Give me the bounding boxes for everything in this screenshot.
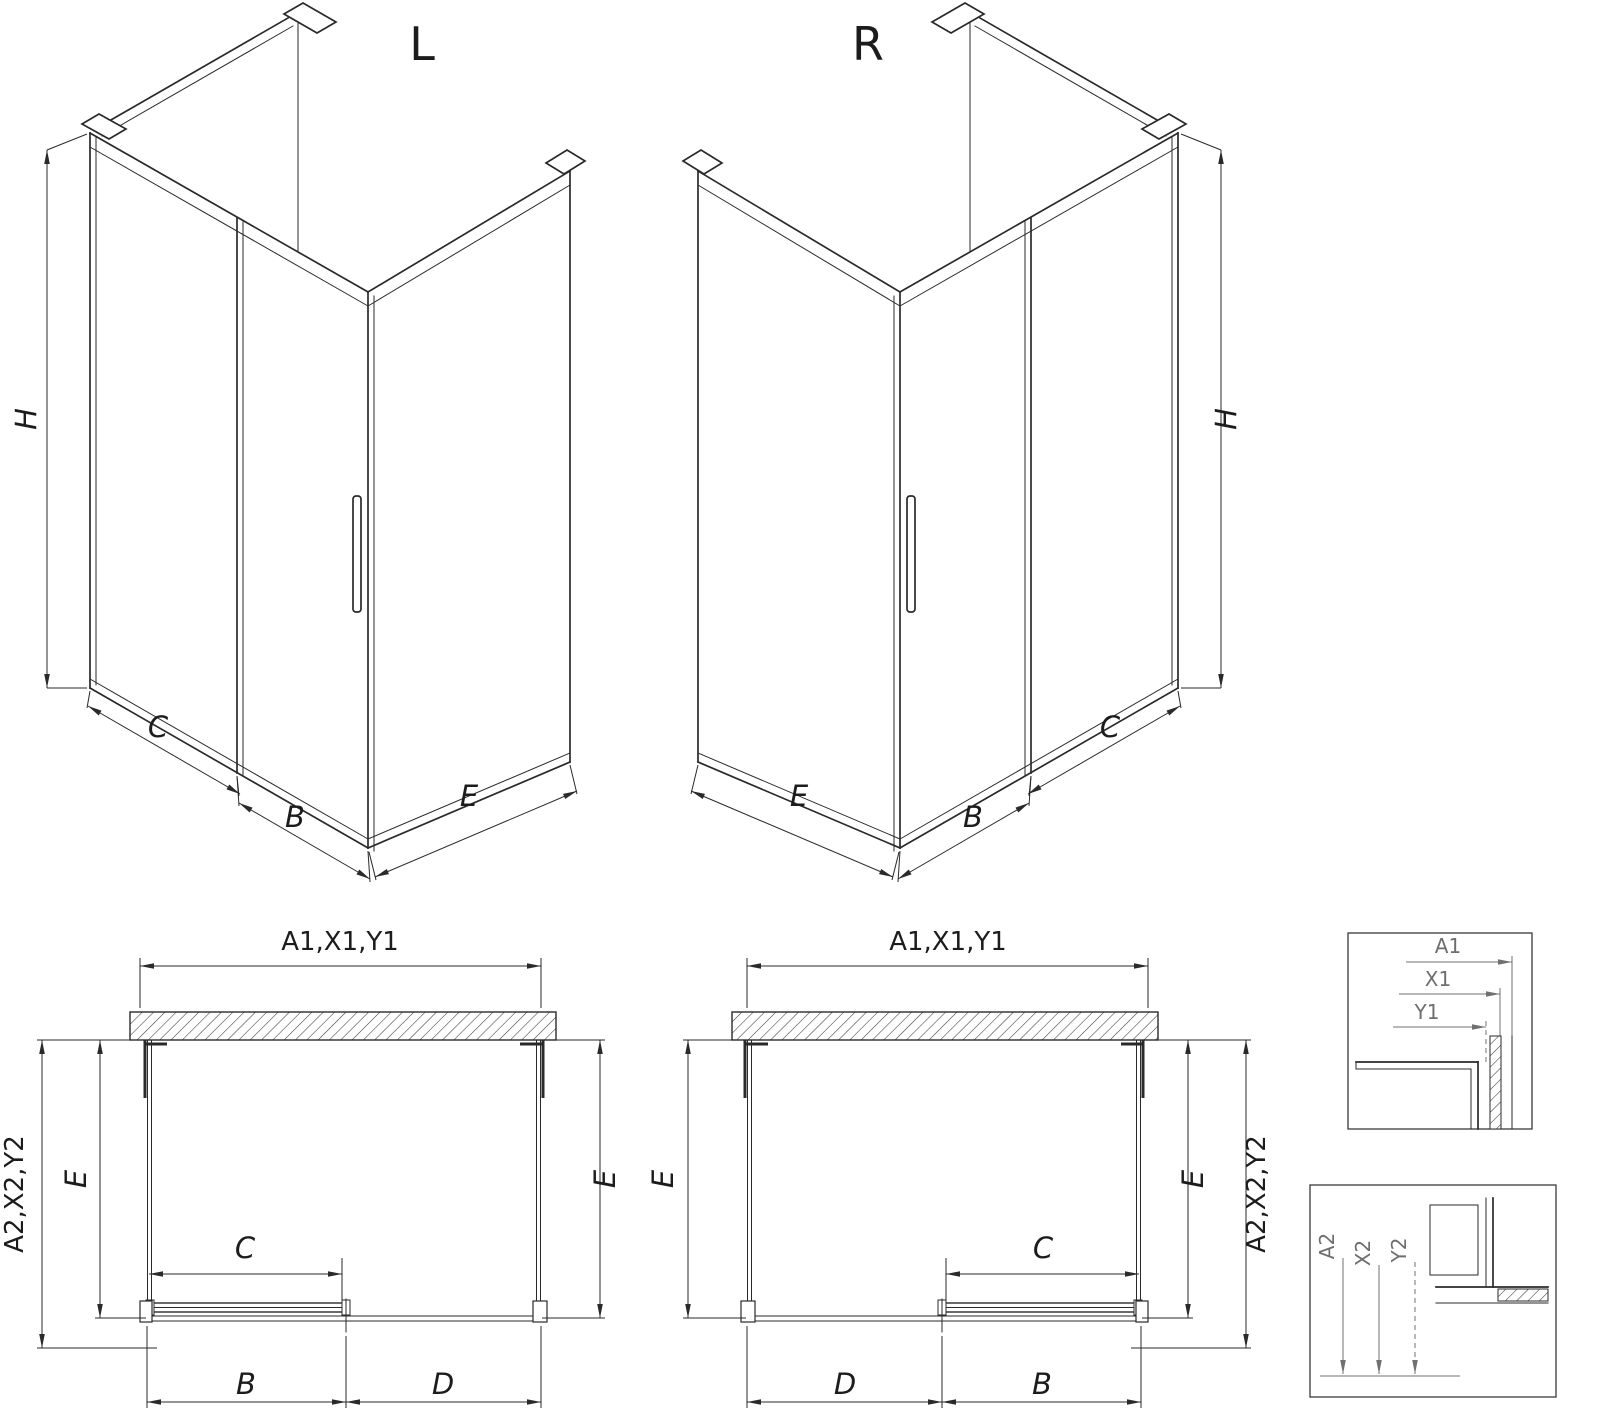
detail-inset-bottom: A2 X2 Y2 xyxy=(1309,1184,1557,1398)
door-track xyxy=(746,1315,1142,1322)
detail-border xyxy=(1347,932,1533,1130)
wall-hatched xyxy=(731,1011,1159,1041)
dim-a2x2y2: A2,X2,Y2 xyxy=(0,1040,157,1349)
dim-label-y1: Y1 xyxy=(1414,1000,1440,1024)
wall-hatched xyxy=(129,1011,557,1041)
dim-label-a1: A1 xyxy=(1435,934,1461,958)
glass-panel-left xyxy=(88,131,370,850)
glass-wall-left xyxy=(143,1039,167,1319)
dim-d: D xyxy=(746,1326,942,1408)
dim-label-a2x2y2: A2,X2,Y2 xyxy=(1242,1135,1272,1253)
dim-label-e: E xyxy=(588,1169,622,1188)
dim-b: B xyxy=(941,1326,1142,1408)
dim-label-e: E xyxy=(460,779,479,813)
door-track xyxy=(146,1315,542,1322)
dim-label-e: E xyxy=(1176,1169,1210,1188)
dim-label-e: E xyxy=(790,779,809,813)
dim-c: C xyxy=(945,1231,1139,1301)
dim-c: C xyxy=(86,690,241,797)
detail-border xyxy=(1309,1184,1557,1398)
glass-panel-left xyxy=(696,169,902,852)
plan-view-left: A1,X1,Y1 E A2,X2,Y2 E C B xyxy=(0,927,622,1408)
dim-label-a2: A2 xyxy=(1315,1233,1339,1259)
glass-clamp-icon xyxy=(1140,113,1188,140)
dim-b: B xyxy=(897,775,1032,883)
dim-e-left: E xyxy=(37,1039,146,1319)
dim-label-e: E xyxy=(646,1169,680,1188)
corner-profile xyxy=(740,1300,756,1323)
dim-label-h: H xyxy=(1209,408,1243,430)
dim-label-d: D xyxy=(834,1367,856,1401)
variant-label-l: L xyxy=(409,17,435,71)
plan-view-right: A1,X1,Y1 E E A2,X2,Y2 C D xyxy=(646,927,1272,1408)
corner-profile xyxy=(139,1300,153,1323)
bottom-profile-section xyxy=(1429,1197,1549,1304)
dim-h-left: H xyxy=(9,133,88,689)
dim-label-c: C xyxy=(1033,1231,1054,1265)
dim-d: D xyxy=(346,1326,542,1408)
dim-label-b: B xyxy=(285,800,305,834)
door-handle xyxy=(352,495,362,613)
stabilizer-bar xyxy=(681,2,1188,253)
dim-label-a2x2y2: A2,X2,Y2 xyxy=(0,1135,30,1253)
dim-label-b: B xyxy=(963,800,983,834)
corner-profile xyxy=(1135,1300,1149,1323)
dim-e: E xyxy=(368,764,578,881)
dim-label-d: D xyxy=(432,1367,454,1401)
dim-label-h: H xyxy=(9,408,43,430)
dim-label-c: C xyxy=(148,710,169,744)
corner-profile xyxy=(532,1300,548,1323)
stabilizer-bar xyxy=(80,2,587,253)
glass-section-hatched xyxy=(1489,1035,1502,1130)
glass-panel-right xyxy=(898,131,1180,850)
glass-wall-right xyxy=(520,1039,545,1319)
door-handle xyxy=(906,495,916,613)
dim-label-c: C xyxy=(235,1231,256,1265)
dim-a2x2y2: A2,X2,Y2 xyxy=(1131,1040,1272,1349)
iso-view-right: R xyxy=(681,2,1243,883)
dim-label-b: B xyxy=(236,1367,256,1401)
dim-label-y2: Y2 xyxy=(1387,1238,1411,1264)
variant-label-r: R xyxy=(852,17,884,71)
dim-label-x2: X2 xyxy=(1351,1240,1375,1266)
detail-inset-top: A1 X1 Y1 xyxy=(1347,932,1533,1130)
iso-view-left: L xyxy=(9,2,587,883)
wall-bracket-icon xyxy=(282,2,338,34)
glass-wall-left xyxy=(743,1039,768,1319)
dim-b: B xyxy=(236,775,371,883)
glass-clamp-icon xyxy=(544,149,587,175)
glass-clamp-icon xyxy=(681,149,724,175)
dim-a1x1y1: A1,X1,Y1 xyxy=(139,927,542,1008)
dim-e-right: E xyxy=(1142,1039,1251,1319)
dim-h-right: H xyxy=(1180,133,1243,689)
dim-label-x1: X1 xyxy=(1425,967,1451,991)
dim-c: C xyxy=(1027,690,1182,797)
dim-label-c: C xyxy=(1100,710,1121,744)
glass-clamp-icon xyxy=(80,113,128,140)
dim-e-right: E xyxy=(542,1039,622,1319)
dim-label-e: E xyxy=(59,1169,93,1188)
dim-label-b: B xyxy=(1032,1367,1052,1401)
dim-label-a1x1y1: A1,X1,Y1 xyxy=(281,927,399,957)
corner-profile-section xyxy=(1355,1035,1513,1130)
glass-wall-right xyxy=(1121,1039,1145,1319)
dim-label-a1x1y1: A1,X1,Y1 xyxy=(889,927,1007,957)
wall-bracket-icon xyxy=(930,2,986,34)
glass-section-hatched xyxy=(1497,1288,1549,1302)
dim-b: B xyxy=(146,1326,347,1408)
dim-c: C xyxy=(149,1231,343,1301)
dim-a1x1y1: A1,X1,Y1 xyxy=(746,927,1149,1008)
dim-e: E xyxy=(690,764,900,881)
glass-panel-right xyxy=(366,169,572,852)
dim-e-left: E xyxy=(646,1039,746,1319)
